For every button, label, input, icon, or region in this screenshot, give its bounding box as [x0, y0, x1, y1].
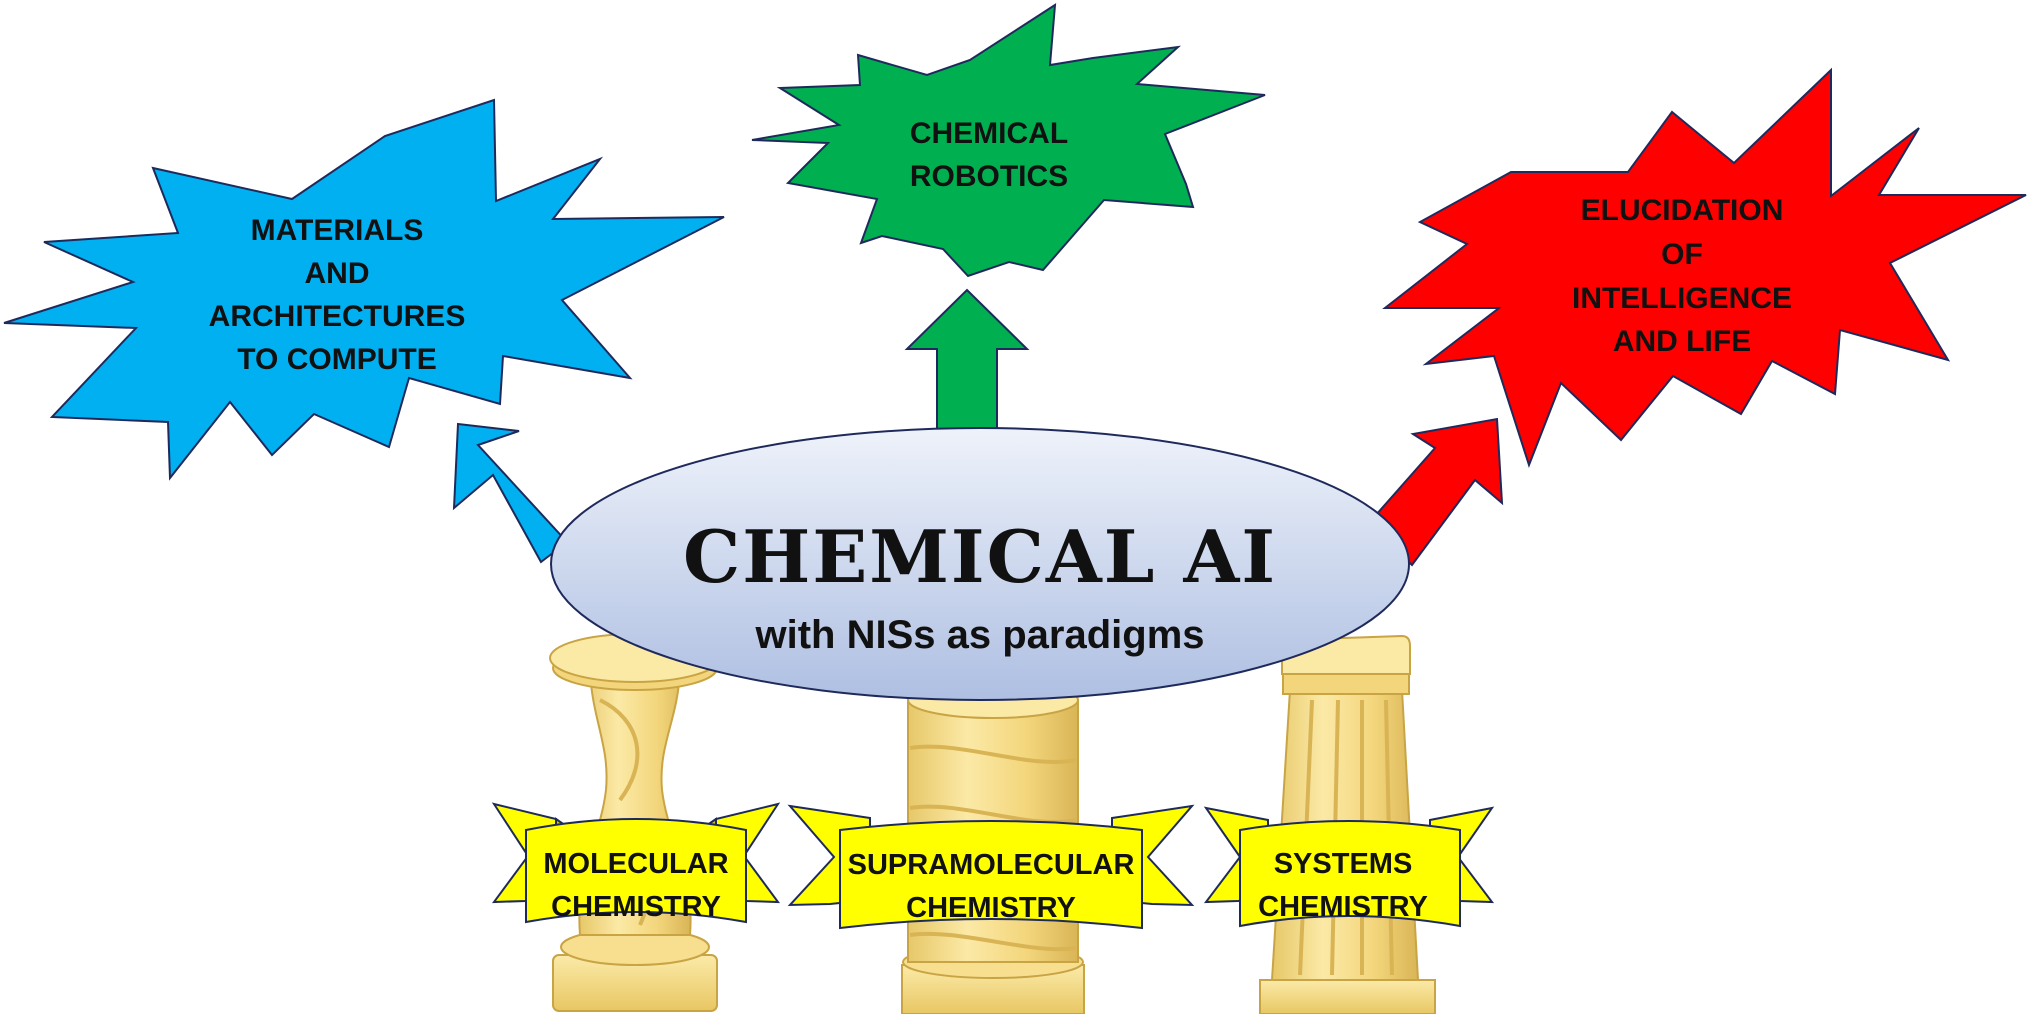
burst-materials	[3, 98, 725, 481]
burst-materials-line-3: ARCHITECTURES	[209, 300, 466, 333]
burst-materials-line-1: MATERIALS	[251, 214, 424, 247]
burst-materials-line-4: TO COMPUTE	[237, 343, 436, 376]
burst-elucidation-line-4: AND LIFE	[1613, 325, 1751, 358]
banner-systems: SYSTEMS CHEMISTRY	[1203, 806, 1495, 928]
center-subtitle: with NISs as paradigms	[754, 613, 1204, 657]
burst-robotics	[751, 3, 1266, 278]
burst-elucidation-line-2: OF	[1661, 238, 1703, 271]
banner-systems-line-2: CHEMISTRY	[1258, 891, 1428, 923]
burst-robotics-text: CHEMICAL ROBOTICS	[910, 117, 1068, 193]
banner-supramolecular-line-2: CHEMISTRY	[906, 892, 1076, 924]
burst-elucidation-line-1: ELUCIDATION	[1581, 194, 1784, 227]
burst-robotics-line-2: ROBOTICS	[910, 160, 1068, 193]
banner-supramolecular-line-1: SUPRAMOLECULAR	[848, 849, 1135, 881]
burst-elucidation-text: ELUCIDATION OF INTELLIGENCE AND LIFE	[1572, 194, 1792, 358]
arrow-to-materials	[452, 422, 569, 564]
banner-systems-line-1: SYSTEMS	[1274, 848, 1413, 880]
banner-supramolecular: SUPRAMOLECULAR CHEMISTRY	[787, 804, 1195, 930]
burst-materials-text: MATERIALS AND ARCHITECTURES TO COMPUTE	[209, 214, 466, 376]
center-ellipse-group: CHEMICAL AI with NISs as paradigms	[550, 427, 1410, 701]
burst-elucidation-line-3: INTELLIGENCE	[1572, 282, 1792, 315]
arrow-to-elucidation	[1366, 417, 1504, 567]
banner-molecular: MOLECULAR CHEMISTRY	[491, 802, 781, 924]
center-title: CHEMICAL AI	[683, 514, 1277, 599]
burst-elucidation	[1382, 67, 2027, 468]
center-ellipse	[550, 427, 1410, 701]
burst-robotics-line-1: CHEMICAL	[910, 117, 1068, 150]
banner-molecular-line-2: CHEMISTRY	[551, 891, 721, 923]
banner-molecular-line-1: MOLECULAR	[543, 848, 728, 880]
burst-materials-line-2: AND	[305, 257, 370, 290]
